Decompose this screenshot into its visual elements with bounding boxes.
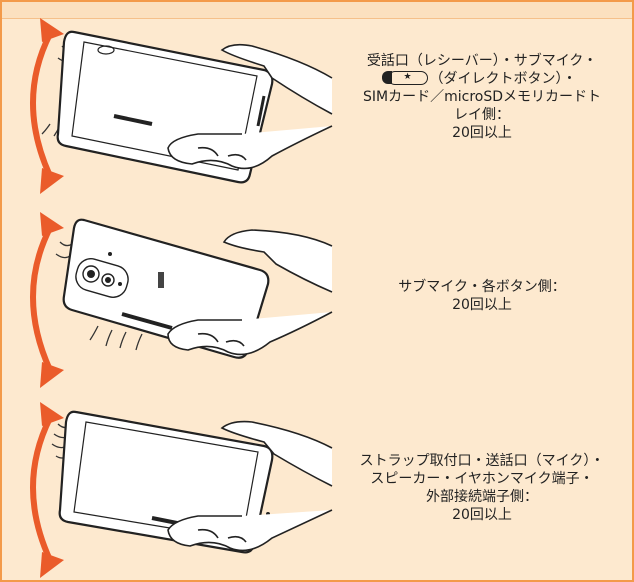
phone-front-bottom-illustration [30, 402, 333, 578]
caption-line: 20回以上 [452, 125, 512, 141]
caption-panel-2: サブマイク・各ボタン側： 20回以上 [342, 278, 622, 314]
phone-front-illustration [30, 18, 333, 194]
caption-line: SIMカード／microSDメモリカードト [363, 89, 601, 105]
key-icon-symbol: ★ [403, 72, 412, 82]
direct-button-key-icon: ★ [381, 71, 428, 85]
caption-panel-3: ストラップ取付口・送話口（マイク）・ スピーカー・イヤホンマイク端子・ 外部接続… [342, 452, 622, 524]
panel-front-top: 受話口（レシーバー）・サブマイク・ ★ （ダイレクトボタン）・ SIMカード／mi… [2, 6, 632, 194]
caption-line: 外部接続端子側： [426, 489, 538, 505]
hand-icon [167, 43, 333, 170]
curved-double-arrow-icon [30, 402, 64, 578]
hand-icon [167, 420, 333, 552]
curved-double-arrow-icon [30, 18, 64, 194]
caption-line: 20回以上 [452, 297, 512, 313]
caption-line: （ダイレクトボタン）・ [429, 71, 577, 87]
caption-line: ストラップ取付口・送話口（マイク）・ [359, 453, 605, 469]
caption-line: レイ側： [454, 107, 510, 123]
caption-line: 20回以上 [452, 507, 512, 523]
curved-double-arrow-icon [30, 212, 64, 388]
caption-line: 受話口（レシーバー）・サブマイク・ [366, 53, 598, 69]
hand-icon [167, 229, 333, 356]
panel-front-bottom: ストラップ取付口・送話口（マイク）・ スピーカー・イヤホンマイク端子・ 外部接続… [2, 394, 632, 578]
caption-line-with-key: ★ （ダイレクトボタン）・ [342, 70, 622, 88]
top-band [2, 2, 632, 19]
caption-panel-1: 受話口（レシーバー）・サブマイク・ ★ （ダイレクトボタン）・ SIMカード／mi… [342, 52, 622, 142]
caption-line: スピーカー・イヤホンマイク端子・ [370, 471, 594, 487]
caption-line: サブマイク・各ボタン側： [398, 279, 566, 295]
phone-back-illustration [30, 212, 333, 388]
panel-back-side: サブマイク・各ボタン側： 20回以上 [2, 200, 632, 388]
